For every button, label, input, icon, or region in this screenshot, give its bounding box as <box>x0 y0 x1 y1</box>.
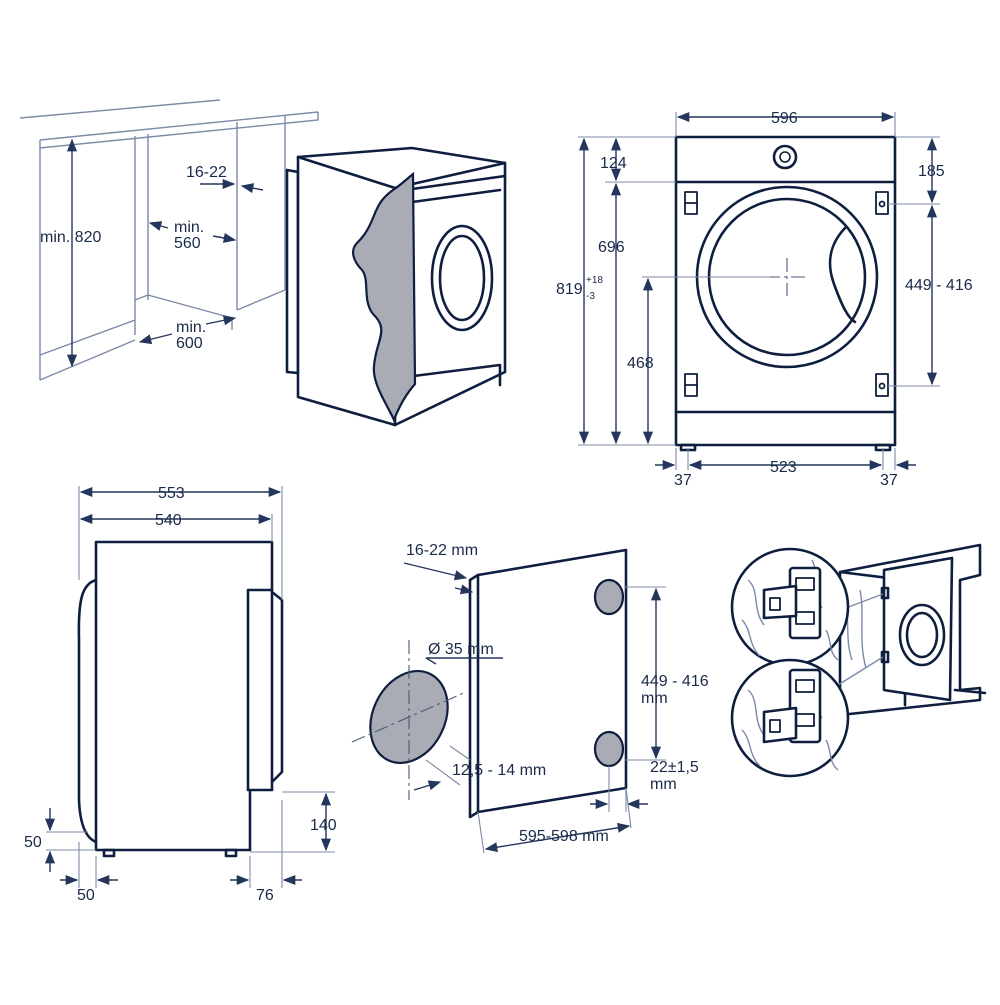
foot-span-label: 523 <box>770 459 797 476</box>
control-knob-icon <box>772 144 798 170</box>
foot-right-label: 37 <box>880 472 898 489</box>
depth-540-label: 540 <box>155 512 182 529</box>
total-height-label: 819 <box>556 281 583 298</box>
width-596-label: 596 <box>771 110 798 127</box>
min-depth-value: 600 <box>176 335 203 352</box>
panel-hinge-spacing-unit: mm <box>641 690 668 707</box>
min-depth-label: min. <box>176 319 206 336</box>
dim-feet: 37 523 37 <box>655 448 916 489</box>
tolerance-plus: +18 <box>586 275 603 286</box>
dim-min-height: min. 820 <box>40 138 101 368</box>
hinge-hole-bottom-icon <box>593 730 625 768</box>
gap-label: 16-22 <box>186 164 227 181</box>
dim-total-height: 819 +18 -3 <box>556 136 676 446</box>
washer-door-inner <box>438 234 486 322</box>
cabinet-walls <box>39 116 286 381</box>
door-696-label: 696 <box>598 239 625 256</box>
worktop <box>19 99 319 149</box>
dim-rear-50: 50 <box>60 842 118 904</box>
built-in-washer-icon <box>838 543 987 717</box>
dim-plinth-140: 140 <box>250 791 337 853</box>
dim-thickness: 16-22 mm <box>403 542 478 595</box>
centre-468-label: 468 <box>627 355 654 372</box>
washer-top-lines <box>403 174 507 205</box>
side-body <box>94 540 274 852</box>
rear-50-label: 50 <box>77 887 95 904</box>
dim-depth-540: 540 <box>79 512 273 542</box>
foot-left-label: 37 <box>674 472 692 489</box>
min-width-value: 560 <box>174 235 201 252</box>
dim-min-width: min. 560 <box>148 219 237 252</box>
hinge-detail <box>730 543 987 778</box>
dim-bottom-50: 50 <box>24 808 96 872</box>
hinge-185-label: 185 <box>918 163 945 180</box>
hinge-spacing-label: 449 - 416 <box>905 277 973 294</box>
depth-553-label: 553 <box>158 485 185 502</box>
side-door-profile <box>270 590 284 784</box>
plinth-140-label: 140 <box>310 817 337 834</box>
thickness-label: 16-22 mm <box>406 542 478 559</box>
bottom-50-label: 50 <box>24 834 42 851</box>
door-panel-drawing: 16-22 mm Ø 35 mm 12,5 - 14 mm 449 - 416 … <box>351 542 709 854</box>
front-view: 596 819 +18 -3 124 696 468 185 <box>556 110 973 489</box>
door-panel-edge <box>468 573 480 819</box>
front-outline <box>674 135 897 447</box>
tolerance-minus: -3 <box>586 291 595 302</box>
side-view: 553 540 140 50 50 <box>24 485 337 904</box>
side-front-panel <box>246 588 274 792</box>
dim-width-596: 596 <box>675 110 896 137</box>
hinge-upper-icon <box>730 547 850 667</box>
panel-hinge-spacing-label: 449 - 416 <box>641 673 709 690</box>
dim-min-depth: min. 600 <box>138 315 237 352</box>
door-centre-mark <box>766 258 808 296</box>
door-handle <box>828 226 857 324</box>
edge-offset-label: 22±1,5 <box>650 759 699 776</box>
dim-panel-width: 595-598 mm <box>477 787 632 854</box>
dim-top-124: 124 <box>600 137 676 183</box>
door-hinge-icons <box>684 191 889 397</box>
min-height-label: min. 820 <box>40 229 101 246</box>
front-76-label: 76 <box>256 887 274 904</box>
dim-centre-468: 468 <box>627 276 770 445</box>
dim-depth-553: 553 <box>78 485 283 600</box>
dim-door-696: 696 <box>598 182 625 445</box>
panel-width-label: 595-598 mm <box>519 828 609 845</box>
top-124-label: 124 <box>600 155 627 172</box>
washer-perspective <box>285 146 507 427</box>
torn-panel <box>352 171 417 423</box>
washer-back-panel <box>285 168 300 375</box>
hinge-hole-top-icon <box>593 578 625 616</box>
hole-depth-label: 12,5 - 14 mm <box>452 762 546 779</box>
dim-hinge-185: 185 <box>888 136 945 205</box>
hole-diameter-label: Ø 35 mm <box>428 641 494 658</box>
washer-door-outer <box>430 224 494 332</box>
niche-drawing: min. 820 16-22 min. 560 min. 600 <box>19 99 319 381</box>
dim-edge-offset: 22±1,5 mm <box>590 759 699 812</box>
dim-hinge-spacing: 449 - 416 <box>888 204 973 387</box>
side-rear-bulge <box>77 578 98 844</box>
dim-hinge-spacing-panel: 449 - 416 mm <box>625 586 709 761</box>
edge-offset-unit: mm <box>650 776 677 793</box>
hole-detail: Ø 35 mm 12,5 - 14 mm <box>351 640 546 800</box>
dim-front-76: 76 <box>230 800 302 904</box>
dim-gap: 16-22 <box>186 164 264 194</box>
min-width-label: min. <box>174 219 204 236</box>
side-feet <box>102 848 238 858</box>
hinge-lower-icon <box>730 658 850 778</box>
